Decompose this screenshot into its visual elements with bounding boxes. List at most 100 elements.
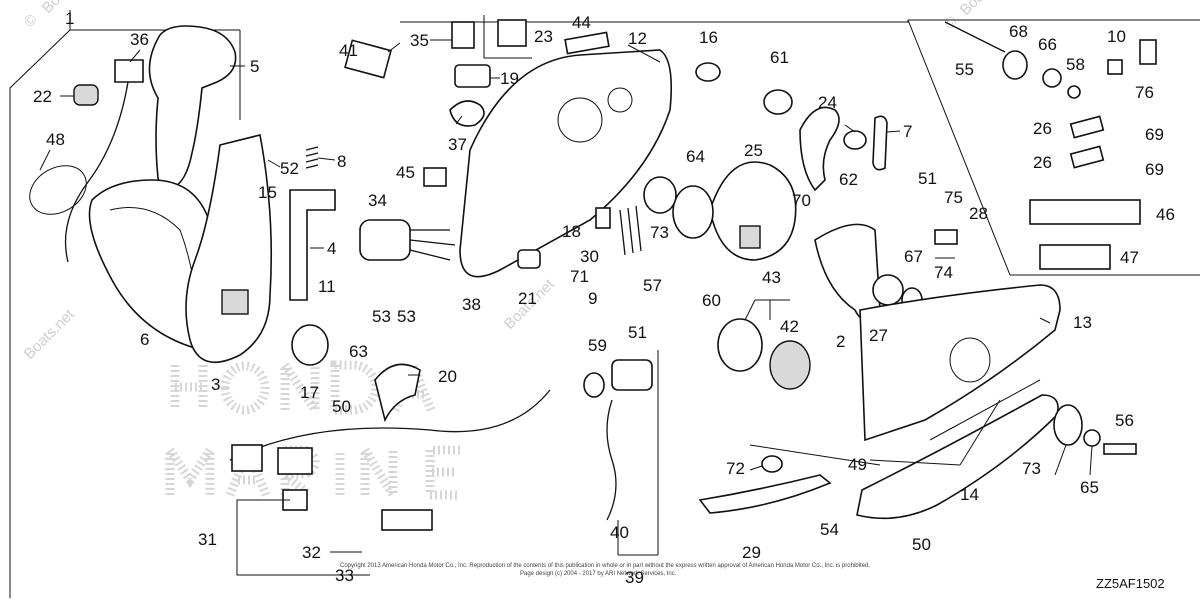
callout-31: 31 xyxy=(198,530,217,549)
collar-68 xyxy=(1002,50,1028,80)
callout-57: 57 xyxy=(643,276,662,295)
switch-cord xyxy=(64,81,129,263)
leader-7 xyxy=(886,130,901,133)
leader-43b xyxy=(744,299,756,321)
watermark-copyright-topright: © xyxy=(941,13,961,33)
connector-18 xyxy=(595,207,611,229)
bushing xyxy=(73,84,99,106)
detent-plate xyxy=(709,161,797,261)
callout-25: 25 xyxy=(744,141,763,160)
boundary-top-right xyxy=(400,20,909,23)
callout-17: 17 xyxy=(300,383,319,402)
callout-51a: 51 xyxy=(918,169,937,188)
leader-lines xyxy=(39,39,1093,576)
callout-34: 34 xyxy=(368,191,387,210)
callout-76: 76 xyxy=(1135,83,1154,102)
cable-strips xyxy=(619,205,642,256)
callout-11: 11 xyxy=(318,277,336,296)
harness-connector-d xyxy=(381,509,433,531)
leader-41 xyxy=(387,42,401,53)
callout-61: 61 xyxy=(770,48,789,67)
watermark-text-left: Boats.net xyxy=(21,305,78,362)
callout-32: 32 xyxy=(302,543,321,562)
cable-bracket xyxy=(698,474,832,514)
leader-49 xyxy=(869,459,961,466)
leader-52 xyxy=(267,159,281,168)
callout-52: 52 xyxy=(280,159,299,178)
callout-73a: 73 xyxy=(650,223,669,242)
callout-20: 20 xyxy=(438,367,457,386)
callout-59: 59 xyxy=(588,336,607,355)
side-plate xyxy=(859,284,1061,442)
ignition-switch xyxy=(359,219,411,261)
leader-13 xyxy=(1039,317,1051,324)
callout-4: 4 xyxy=(327,239,336,258)
callout-69a: 69 xyxy=(1145,125,1164,144)
callout-21: 21 xyxy=(518,289,537,308)
callout-63: 63 xyxy=(349,342,368,361)
callout-6: 6 xyxy=(140,330,149,349)
callout-8: 8 xyxy=(337,152,346,171)
callout-13: 13 xyxy=(1073,313,1092,332)
callout-23: 23 xyxy=(534,27,553,46)
leader-31-top xyxy=(236,499,290,555)
callout-51b: 51 xyxy=(628,323,647,342)
callout-2: 2 xyxy=(836,332,845,351)
washer-66 xyxy=(1042,68,1062,88)
main-case xyxy=(459,49,673,278)
callout-49: 49 xyxy=(848,455,867,474)
cam-27 xyxy=(872,274,904,306)
leader-62 xyxy=(844,124,856,133)
lever-arm xyxy=(799,106,840,192)
control-body xyxy=(185,134,273,364)
trim-switch xyxy=(451,21,475,49)
callout-68: 68 xyxy=(1009,22,1028,41)
callout-48: 48 xyxy=(46,130,65,149)
part-drawings xyxy=(29,15,1157,531)
decal xyxy=(423,167,447,187)
meter-43 xyxy=(717,318,763,372)
callout-50b: 50 xyxy=(912,535,931,554)
boundary-left xyxy=(9,29,71,598)
leader-65 xyxy=(1089,445,1093,476)
callout-12: 12 xyxy=(628,29,647,48)
neutral-switch xyxy=(114,59,144,83)
callout-56: 56 xyxy=(1115,411,1134,430)
main-case-boss xyxy=(557,97,603,143)
callout-55: 55 xyxy=(955,60,974,79)
friction-pad-top xyxy=(1069,115,1105,139)
leader-29-ref xyxy=(749,444,881,466)
callout-18: 18 xyxy=(562,222,581,241)
nut-58 xyxy=(1067,85,1081,99)
callout-9: 9 xyxy=(588,289,597,308)
callout-67: 67 xyxy=(904,247,923,266)
callout-65: 65 xyxy=(1080,478,1099,497)
callout-53b: 53 xyxy=(397,307,416,326)
callout-3: 3 xyxy=(211,375,220,394)
caution-label-46 xyxy=(1029,199,1141,225)
leader-73r xyxy=(1054,444,1067,476)
nut-59 xyxy=(583,372,605,398)
washer-65 xyxy=(1083,429,1101,447)
callout-27: 27 xyxy=(869,326,888,345)
emergency-stop-switch xyxy=(611,359,653,391)
leader-12 xyxy=(627,44,661,63)
watermark-text-topright: Boats.net xyxy=(957,0,1014,19)
callout-33: 33 xyxy=(335,566,354,585)
harness-connector-a xyxy=(231,444,263,472)
cap-box xyxy=(483,15,532,59)
callout-10: 10 xyxy=(1107,27,1126,46)
side-plate-hole xyxy=(949,337,991,383)
callout-35: 35 xyxy=(410,31,429,50)
clip-76 xyxy=(1139,39,1157,65)
callout-37: 37 xyxy=(448,135,467,154)
callout-58: 58 xyxy=(1066,55,1085,74)
label-plate xyxy=(564,31,610,55)
callout-43: 43 xyxy=(762,268,781,287)
bushing-61 xyxy=(763,89,793,115)
callout-53a: 53 xyxy=(372,307,391,326)
leader-72 xyxy=(749,465,763,471)
clip-10 xyxy=(1107,59,1123,75)
cam-plate xyxy=(374,363,421,423)
callout-labels: 1 2 3 4 5 6 7 8 9 10 11 12 13 14 15 16 1… xyxy=(33,9,1175,587)
